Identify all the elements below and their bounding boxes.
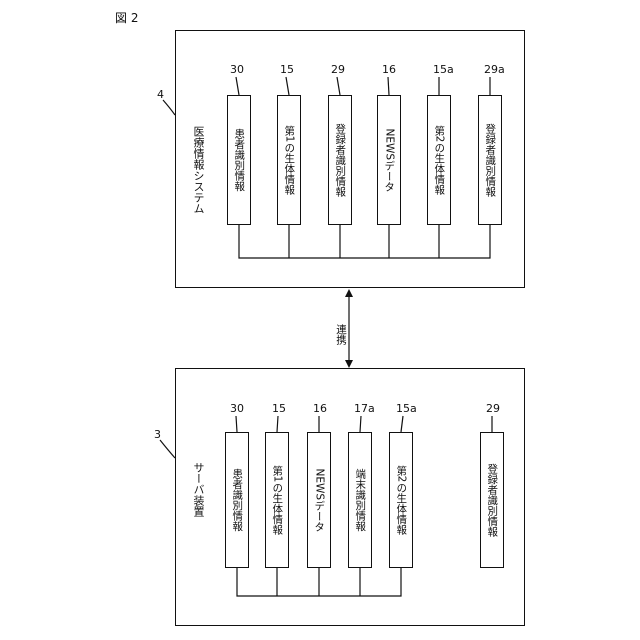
ref-leader-line: [236, 416, 237, 432]
ref-leader-line: [286, 77, 289, 95]
ref-leader-line: [401, 416, 403, 432]
ref-leader-line: [388, 77, 389, 95]
ref-leader-line: [236, 77, 239, 95]
system-ref-leader: [163, 100, 175, 115]
top-bus-line: [239, 225, 490, 258]
ref-leader-line: [337, 77, 340, 95]
system-ref-leader: [160, 440, 175, 458]
ref-leader-line: [277, 416, 278, 432]
ref-leader-line: [360, 416, 361, 432]
